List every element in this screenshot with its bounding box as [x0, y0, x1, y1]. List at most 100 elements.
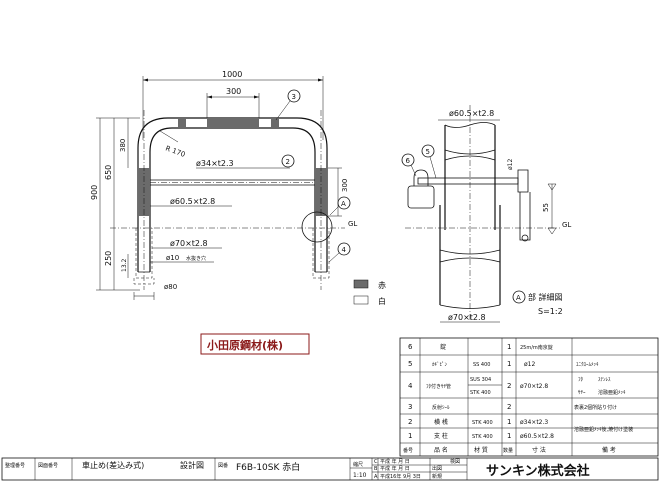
detail-post [444, 125, 496, 230]
row4-material-1: SUS 304 [470, 377, 491, 383]
row5-material: SS 400 [473, 362, 490, 368]
title-block: 整理番号 図面番号 車止め(差込み式) 設計図 図番 F6B-10SK 赤白 縮… [1, 457, 659, 481]
row1-name: 支 柱 [434, 432, 448, 440]
row6-name: 錠 [440, 343, 446, 351]
post-spec: ø60.5×t2.8 [170, 197, 215, 206]
legend-label-red: 赤 [378, 281, 386, 290]
balloon-6 [401, 153, 415, 167]
balloon-2-text: 2 [286, 158, 290, 166]
header-material: 材 質 [474, 446, 488, 454]
row4-size: ø70×t2.8 [520, 383, 548, 390]
row3-note: 表裏2個所貼り付け [574, 404, 617, 411]
header-no: 番号 [403, 447, 413, 454]
row5-qty: 1 [507, 360, 511, 368]
balloon-6-text: 6 [406, 157, 411, 165]
dim-13-2: 13.2 [121, 258, 128, 272]
row1-no: 1 [408, 432, 412, 440]
dim-380: 380 [119, 139, 127, 152]
dim-250: 250 [104, 251, 113, 266]
title-block-border [1, 457, 659, 481]
reflector-right [271, 119, 279, 127]
detail-gl: GL [562, 221, 571, 229]
header-note: 備 考 [602, 446, 616, 454]
row1-material: STK 400 [472, 434, 493, 440]
crossbar-spec: ø34×t2.3 [196, 159, 234, 168]
row2-material: STK 400 [472, 420, 493, 426]
level-mark [547, 183, 557, 191]
break-line-bottom [439, 304, 501, 309]
rev-b-date: 平成 年 月 日 [380, 465, 410, 472]
company-stamp: 小田原鋼材(株) [206, 338, 283, 352]
sleeve-spec: ø70×t2.8 [170, 239, 208, 248]
rev-c-mark: C [374, 459, 378, 465]
radius-leader [159, 130, 179, 143]
row5-no: 5 [408, 360, 412, 368]
row4-note-1a: ﾌﾀ [578, 377, 584, 383]
left-base [133, 278, 155, 285]
leader [410, 164, 417, 177]
padlock-shackle [413, 169, 429, 186]
hole-spec: ø10 [166, 254, 179, 262]
row2-size: ø34×t2.3 [520, 419, 548, 426]
detail-top-spec: ø60.5×t2.8 [449, 109, 494, 118]
break-line-1 [444, 149, 496, 155]
dim-1000: 1000 [222, 70, 242, 79]
dim-55: 55 [542, 203, 550, 212]
leader [275, 100, 291, 121]
row4-note-2b: 溶融亜鉛ﾒｯｷ [598, 389, 626, 396]
row6-size: 25m/m南京錠 [520, 344, 553, 351]
legend-swatch-red [353, 279, 369, 289]
detail-balloon-A [512, 290, 526, 304]
detail-balloon-A-text: A [516, 294, 521, 302]
rev-b-mark: B [374, 466, 378, 472]
row4-note-2a: ｻﾔｰ [578, 390, 586, 396]
legend-label-white: 白 [378, 296, 386, 306]
rev-a-mark: A [374, 474, 378, 480]
leader [429, 156, 437, 179]
leader [328, 252, 340, 263]
scale-value: 1:10 [353, 472, 367, 479]
hole-note: 水抜き穴 [186, 255, 206, 262]
break-line-2 [444, 155, 496, 161]
balloon-3 [287, 89, 301, 103]
right-sleeve [312, 228, 330, 279]
rev-label: 検図 [450, 458, 460, 465]
radius-label: R 170 [164, 144, 186, 159]
parts-table-border [399, 337, 659, 457]
row4-qty: 2 [507, 382, 511, 390]
balloon-A-text: A [341, 200, 346, 208]
pin-spec: ø12 [507, 159, 514, 170]
drawing-type: 設計図 [180, 460, 204, 470]
left-sleeve [135, 228, 153, 279]
bracket [519, 192, 531, 241]
header-name: 品 名 [434, 446, 448, 454]
label-drawing-id: 図面番号 [38, 462, 58, 469]
row6-no: 6 [408, 343, 413, 351]
detail-a-circle [301, 211, 333, 243]
row3-qty: 2 [507, 403, 511, 411]
color-legend: 赤 白 [353, 279, 386, 306]
detail-bottom-spec: ø70×t2.8 [448, 313, 486, 322]
balloon-A [337, 196, 351, 210]
leader [329, 205, 340, 216]
legend-swatch-white [353, 295, 369, 305]
gl-label: GL [348, 220, 357, 228]
rev-b-text: 出図 [432, 465, 442, 472]
row1-qty: 1 [507, 432, 511, 440]
front-view: 1000 300 GL 900 [90, 70, 357, 300]
row2-note: 溶融亜鉛ﾒｯｷ後,焼付け塗装 [574, 426, 633, 433]
pin-head [517, 169, 529, 193]
row6-qty: 1 [507, 343, 511, 351]
rev-c-date: 平成 年 月 日 [380, 458, 410, 465]
break-line-4 [439, 257, 501, 263]
break-line-top [444, 122, 496, 128]
balloon-4-text: 4 [342, 246, 347, 254]
rev-a-text: 新規 [432, 473, 442, 480]
row3-name: 反射ｼｰﾙ [432, 404, 450, 411]
row5-name: ｶｷﾞﾋﾟﾝ [432, 361, 448, 368]
red-band-top [207, 118, 259, 128]
break-line-3 [439, 249, 501, 255]
detail-scale: S=1:2 [538, 307, 563, 316]
